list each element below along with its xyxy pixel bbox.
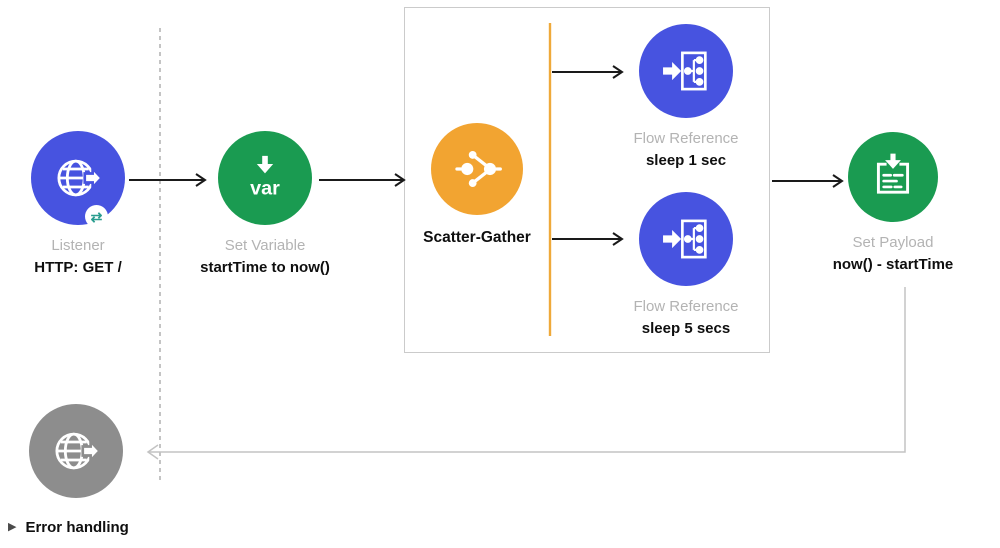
payload-document-icon — [876, 153, 910, 194]
node-flow-reference-1: Flow Reference sleep 1 sec — [596, 24, 776, 172]
node-listener: ⇄ Listener HTTP: GET / — [0, 131, 168, 279]
scatter-gather-node-circle[interactable] — [431, 123, 523, 215]
triangle-right-icon[interactable]: ▶ — [8, 521, 17, 533]
listener-subtitle: HTTP: GET / — [34, 259, 122, 276]
set-variable-node-circle[interactable]: var — [218, 131, 312, 225]
flow-reference-2-node-circle[interactable] — [639, 192, 733, 286]
scatter-gather-icon — [455, 151, 502, 187]
node-flow-reference-2: Flow Reference sleep 5 secs — [596, 192, 776, 340]
set-payload-subtitle: now() - startTime — [832, 256, 954, 273]
set-variable-title: Set Variable — [224, 237, 306, 254]
node-set-payload: Set Payload now() - startTime — [803, 132, 983, 276]
swap-arrows-icon: ⇄ — [90, 208, 103, 225]
set-payload-node-circle[interactable] — [848, 132, 938, 222]
node-set-variable: var Set Variable startTime to now() — [175, 131, 355, 279]
globe-arrow-icon — [57, 159, 104, 197]
flow-reference-icon — [663, 51, 707, 91]
flow-reference-1-node-circle[interactable] — [639, 24, 733, 118]
set-payload-title: Set Payload — [852, 234, 934, 251]
flow-reference-1-subtitle: sleep 1 sec — [645, 152, 727, 169]
flow-reference-1-title: Flow Reference — [633, 130, 739, 147]
http-connector-badge: ⇄ — [85, 205, 108, 228]
flow-reference-icon — [663, 219, 707, 259]
download-arrow-var-icon: var — [250, 155, 280, 199]
listener-node-circle[interactable]: ⇄ — [31, 131, 125, 228]
node-scatter-gather: Scatter-Gather — [387, 123, 567, 249]
error-handling-label: Error handling — [25, 519, 129, 536]
svg-text:var: var — [250, 177, 280, 199]
globe-arrow-icon — [55, 432, 102, 470]
flow-reference-2-subtitle: sleep 5 secs — [641, 320, 731, 337]
listener-title: Listener — [51, 237, 105, 254]
error-handling-section[interactable]: ▶ Error handling — [8, 519, 129, 536]
error-listener-node-circle[interactable] — [29, 404, 123, 498]
scatter-gather-label: Scatter-Gather — [423, 229, 531, 246]
flow-reference-2-title: Flow Reference — [633, 298, 739, 315]
set-variable-subtitle: startTime to now() — [200, 259, 330, 276]
node-error-listener — [0, 404, 166, 498]
